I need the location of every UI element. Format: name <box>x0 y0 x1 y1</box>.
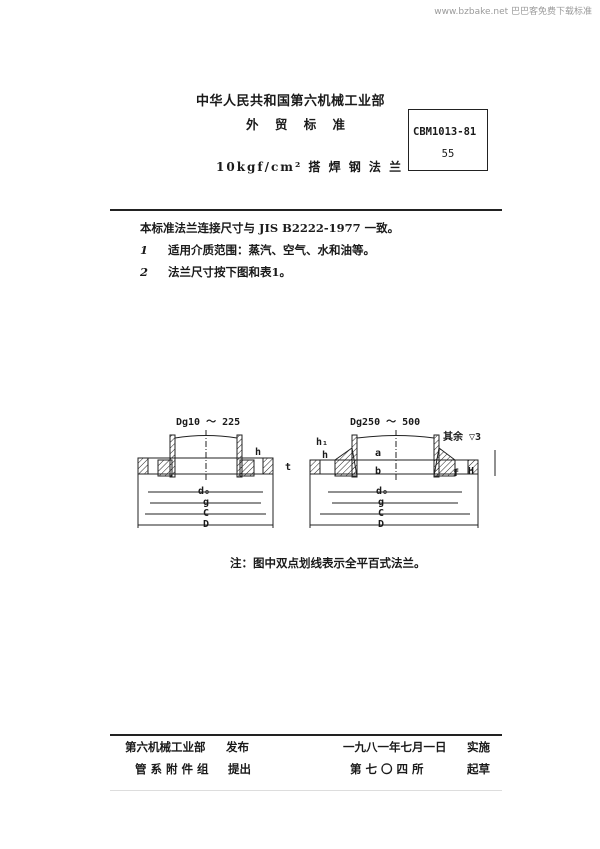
proposer: 管 系 附 件 组 <box>135 762 209 776</box>
standard-code: CBM1013-81 <box>413 126 477 138</box>
standard-type: 外 贸 标 准 <box>246 117 352 132</box>
flange-drawings <box>137 430 496 528</box>
drafter: 第 七 〇 四 所 <box>350 762 424 776</box>
dim-d0-left: d₀ <box>198 486 211 497</box>
right-figure-caption: Dg250 ～ 500 <box>350 417 421 428</box>
issued-label: 发布 <box>226 740 249 754</box>
document-title: 10kgf/cm² 搭 焊 钢 法 兰 <box>216 160 404 174</box>
dim-h1: h₁ <box>316 437 329 448</box>
drafted-label: 起草 <box>467 762 490 776</box>
list-item: 1 适用介质范围：蒸汽、空气、水和油等。 <box>140 242 375 258</box>
proposed-label: 提出 <box>228 762 251 776</box>
dim-h-right: h <box>322 450 329 461</box>
dim-b: b <box>375 466 382 477</box>
standard-code-box: CBM1013-81 55 <box>408 109 488 171</box>
dim-c-left: C <box>203 508 210 519</box>
item-number: 1 <box>140 243 149 257</box>
dim-d0-right: d₀ <box>376 486 389 497</box>
dim-f: f <box>453 468 460 479</box>
item-text: 适用介质范围：蒸汽、空气、水和油等。 <box>168 243 375 257</box>
dim-g-right: g <box>378 497 385 508</box>
watermark: www.bzbake.net 巴巴客免费下载标准 <box>434 7 592 17</box>
intro-text: 本标准法兰连接尺寸与 JIS B2222-1977 一致。 <box>140 221 400 235</box>
item-number: 2 <box>140 265 149 279</box>
effective-date: 一九八一年七月一日 <box>343 740 447 754</box>
ministry-title: 中华人民共和国第六机械工业部 <box>196 94 386 109</box>
list-item: 2 法兰尺寸按下图和表1。 <box>140 264 291 280</box>
dim-a: a <box>375 448 382 459</box>
dim-h-left: h <box>255 447 262 458</box>
right-flange-drawing <box>309 430 496 528</box>
item-text: 法兰尺寸按下图和表1。 <box>168 265 292 279</box>
left-figure-caption: Dg10 ～ 225 <box>176 417 241 428</box>
footer-rule-bottom <box>110 790 502 791</box>
issuer: 第六机械工业部 <box>125 740 206 754</box>
dim-c-right: C <box>378 508 385 519</box>
header-rule <box>110 209 502 211</box>
effective-label: 实施 <box>467 740 490 754</box>
figure-note: 注：图中双点划线表示全平百式法兰。 <box>230 556 426 570</box>
dim-H: H <box>468 466 475 477</box>
dim-t: t <box>285 462 292 473</box>
page-number: 55 <box>441 148 455 160</box>
left-flange-drawing <box>137 430 274 528</box>
footer-rule-top <box>110 734 502 736</box>
dim-D-right: D <box>378 519 385 530</box>
surface-roughness-note: 其余 ▽3 <box>443 432 482 443</box>
dim-g-left: g <box>203 497 210 508</box>
dim-D-left: D <box>203 519 210 530</box>
